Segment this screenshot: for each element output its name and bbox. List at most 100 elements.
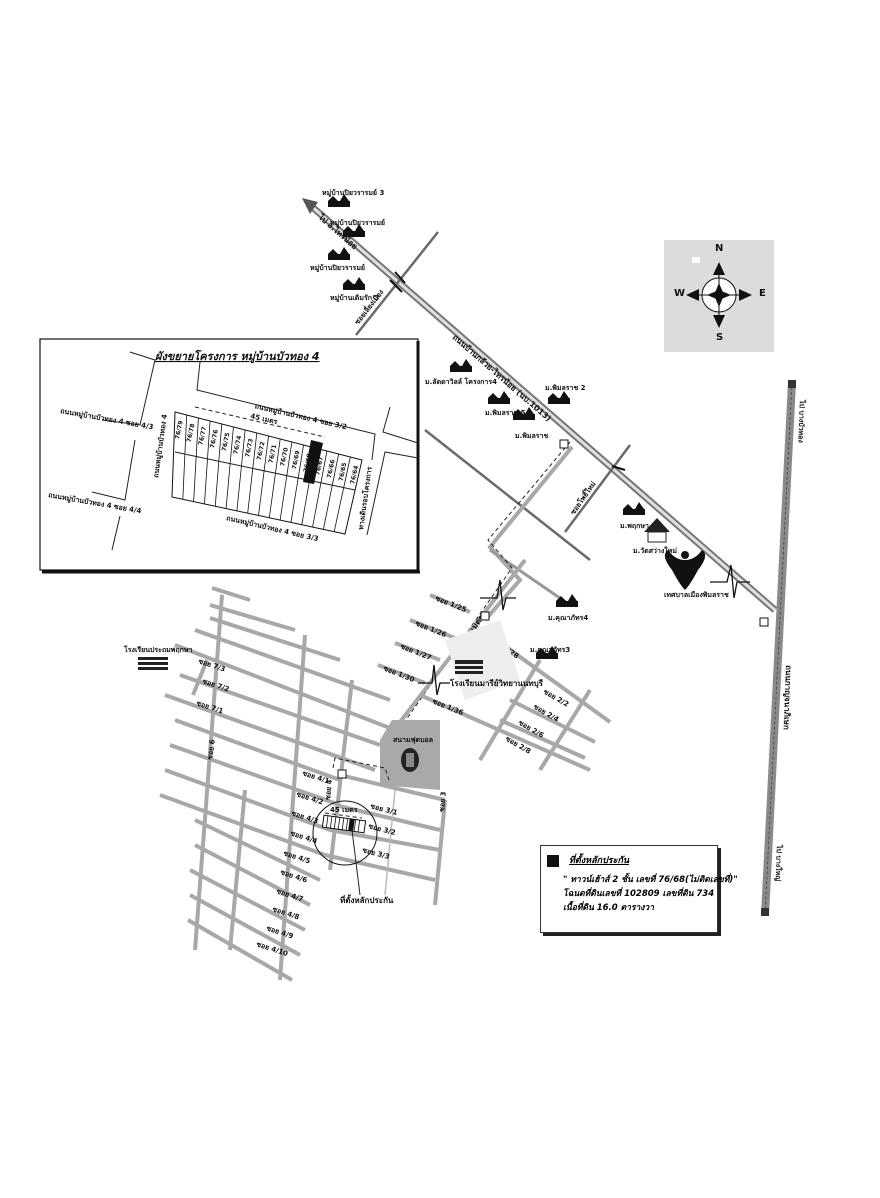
- inset-lot-divider: [193, 417, 199, 502]
- inset-lot-divider: [214, 423, 223, 507]
- legend-line-3: เนื้อที่ดิน 16.0 ตารางวา: [563, 903, 654, 913]
- soi-3-block: ซอย 3/1 ซอย 3/2 ซอย 3/3 ซอย 3 ซอย 4 45 เ…: [312, 757, 448, 906]
- west-soi-grid: ซอย 6 ซอย 7/3 ซอย 7/2 ซอย 7/1 ซอย 4/1 ซอ…: [159, 586, 396, 982]
- legend-collateral-swatch: [547, 855, 559, 867]
- convenience-store-icon-4: [480, 611, 490, 621]
- village-markers: หมู่บ้านปิยวรารมย์ 3 หมู่บ้านปิยวรารมย์ …: [310, 188, 677, 659]
- village-label: ม.คุณาภัทร4: [548, 614, 588, 622]
- village-house-icon: [556, 594, 578, 607]
- to-bangyai-label: ไป บางใหญ่: [774, 844, 784, 882]
- inset-collateral-lot: [303, 440, 323, 484]
- stadium-label: สนามฟุตบอล: [393, 736, 433, 744]
- inset-lot-number: 76/65: [338, 462, 349, 482]
- village-label: ม.พิมลราช: [515, 432, 548, 440]
- soi-1-25-label: ซอย 1/25: [434, 594, 467, 614]
- village-label: หมู่บ้านปิยวรารมย์: [330, 218, 385, 228]
- inset-lot-divider: [258, 435, 269, 516]
- inset-lot-number: 76/76: [209, 429, 220, 449]
- inset-lot-divider: [322, 453, 340, 530]
- school-building-icon: [455, 660, 483, 674]
- road-soi-pho-mai: [563, 444, 632, 533]
- village-house-icon: [513, 407, 535, 420]
- village-house-icon: [536, 646, 558, 659]
- inset-lot-number: 76/73: [244, 438, 255, 458]
- village-label: หมู่บ้านปิยวรารมย์ 3: [322, 188, 384, 198]
- village-house-icon: [548, 391, 570, 404]
- village-label: ม.วัดสว่างใหม่: [633, 546, 677, 555]
- convenience-store-icon: [337, 769, 347, 779]
- soi-pho-mai-label: ซอยโพธิ์ใหม่: [567, 479, 597, 516]
- soi-4-7-label: ซอย 4/7: [275, 887, 304, 903]
- soi-6-label: ซอย 6: [206, 739, 217, 760]
- village-house-icon: [450, 359, 472, 372]
- collateral-lot-marker: [348, 818, 355, 832]
- to-bangbuathong-label: ไป บางบัวทอง: [796, 399, 807, 444]
- inset-lot-divider: [236, 429, 246, 511]
- legend-title: ที่ตั้งหลักประกัน: [569, 856, 630, 866]
- inset-lot-number: 76/71: [267, 444, 278, 464]
- village-house-icon: [343, 277, 365, 290]
- soi-1-36-label: ซอย 1/36: [431, 697, 464, 717]
- inset-lot-divider: [204, 420, 211, 504]
- inset-title: ผังขยายโครงการ หมู่บ้านบัวทอง 4: [155, 349, 320, 364]
- legend-line-2: โฉนดที่ดินเลขที่ 102809 เลขที่ดิน 734: [563, 889, 715, 899]
- inset-lot-divider: [312, 450, 328, 528]
- inset-lot-number: 76/79: [174, 420, 185, 440]
- village-label: หมู่บ้านเดิมรัก 3: [330, 293, 379, 303]
- inset-lot-number: 76/70: [279, 447, 290, 467]
- compass-north: N: [715, 243, 724, 254]
- inset-lot-divider: [268, 438, 281, 518]
- inset-lot-divider: [247, 432, 258, 514]
- legend-box: ที่ตั้งหลักประกัน " ทาวน์เฮ้าส์ 2 ชั้น เ…: [540, 845, 738, 933]
- inset-lot-number: 76/74: [232, 435, 243, 455]
- road-soi-liang-muang: [355, 231, 439, 336]
- inset-lot-number: 76/69: [291, 450, 302, 470]
- school-west-label: โรงเรียนประถมพฤกษา: [123, 645, 192, 654]
- inset-lot-number: 76/64: [349, 465, 360, 485]
- village-house-icon: [488, 391, 510, 404]
- road-diag-cross: [424, 429, 591, 561]
- detail-distance-label: 45 เมตร: [330, 806, 358, 814]
- inset-lot-number: 76/66: [326, 459, 337, 479]
- village-label: ม.คุณาภัทร3: [530, 646, 570, 654]
- inset-lot-number: 76/72: [256, 441, 267, 461]
- compass-west: W: [674, 288, 686, 299]
- inset-lot-divider: [182, 414, 188, 500]
- soi-3-3-label: ซอย 3/3: [361, 846, 390, 861]
- village-house-icon: [343, 224, 365, 237]
- village-label: ม.ลัดดาวิลล์ โครงการ4: [425, 377, 497, 386]
- kanchanaphisek-label: ถนนกาญจนาภิเษก: [781, 665, 793, 730]
- kanchanaphisek-road: ไป บางบัวทอง ถนนกาญจนาภิเษก ไป บางใหญ่: [761, 380, 807, 916]
- inset-lot-divider: [333, 456, 351, 532]
- soi-3-label: ซอย 3: [438, 791, 448, 812]
- inset-lot-number: 76/75: [221, 432, 232, 452]
- inset-lot-number: 76/67: [314, 456, 325, 476]
- soi-1-30-label: ซอย 1/30: [382, 664, 415, 684]
- village-label: ม.พฤกษา 30: [620, 522, 661, 530]
- bridge-symbol: [418, 564, 750, 696]
- village-label: หมู่บ้านปิยวรารมย์: [310, 263, 365, 273]
- compass-icon: [686, 262, 752, 328]
- route-dashed: [394, 441, 571, 736]
- inset-lot-divider: [290, 444, 304, 523]
- village-house-icon: [328, 194, 350, 207]
- convenience-store-icon-2: [559, 439, 569, 449]
- compass-east: E: [759, 288, 766, 299]
- road-to-kunapat: [489, 548, 571, 607]
- inset-lot-divider: [225, 426, 234, 509]
- municipality-label: เทศบาลเมืองพิมลราช: [664, 591, 729, 599]
- collateral-pointer-label: ที่ตั้งหลักประกัน: [340, 894, 394, 905]
- inset-lot-number: 76/68: [303, 453, 314, 473]
- village-house-icon: [623, 502, 645, 515]
- compass-south: S: [716, 332, 724, 343]
- inset-lot-number: 76/78: [186, 423, 197, 443]
- arrow-to-sainoi-icon: [302, 198, 318, 214]
- soi-4-label: ซอย 4: [324, 779, 334, 800]
- temple-icon: [644, 518, 670, 543]
- inset-lot-number: 76/77: [197, 426, 208, 446]
- village-label: ม.พิมลราช 2: [545, 384, 586, 392]
- collateral-circle: [312, 800, 378, 866]
- garuda-emblem-icon: [664, 550, 706, 590]
